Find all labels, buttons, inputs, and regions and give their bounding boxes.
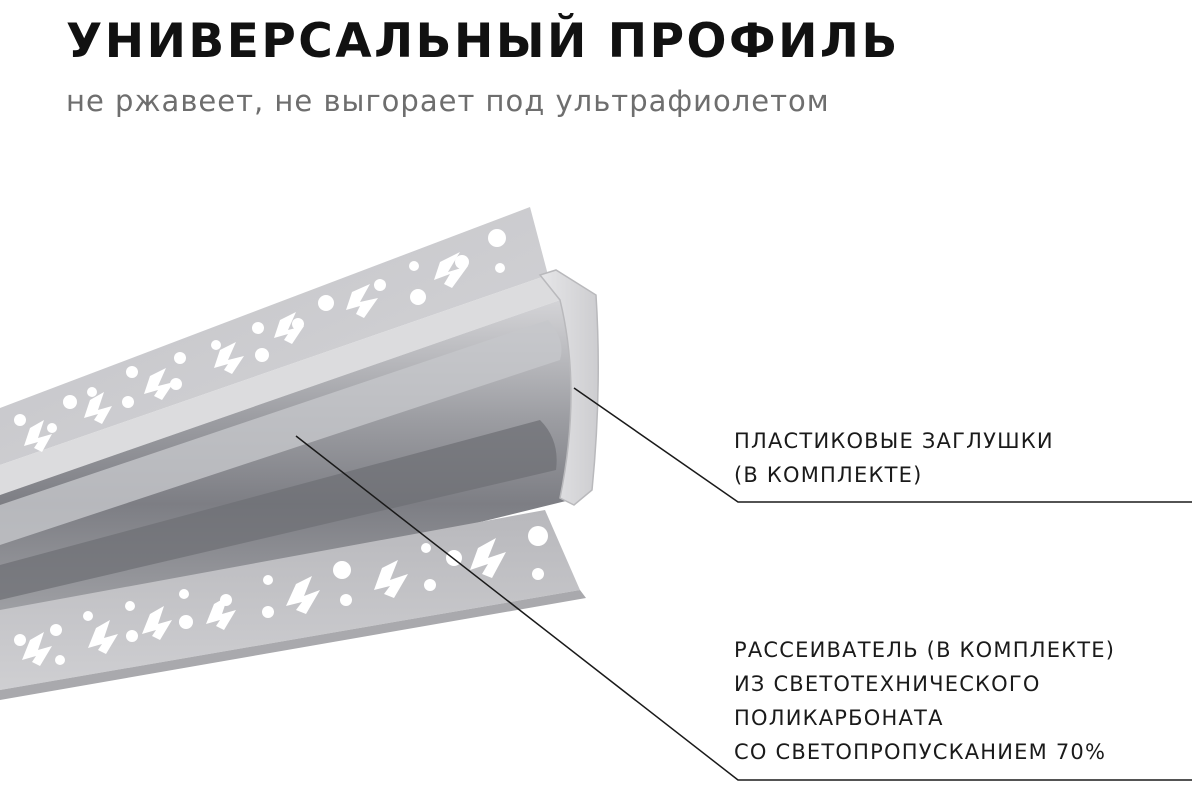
page-subtitle: не ржавеет, не выгорает под ультрафиолет… xyxy=(66,84,830,118)
upper-flange-holes xyxy=(14,229,506,452)
lower-flange-edge xyxy=(0,590,586,700)
upper-flange xyxy=(0,207,548,465)
channel-shadow xyxy=(0,420,557,600)
diffuser-callout-line-2: ИЗ СВЕТОТЕХНИЧЕСКОГО xyxy=(734,672,1041,696)
end-cap-callout-line-1: ПЛАСТИКОВЫЕ ЗАГЛУШКИ xyxy=(734,429,1054,453)
channel-highlight xyxy=(0,320,562,545)
end-cap-leader-line xyxy=(573,387,1192,503)
diffuser-leader-line xyxy=(295,435,1192,781)
diffuser-callout-line-1: РАССЕИВАТЕЛЬ (В КОМПЛЕКТЕ) xyxy=(734,638,1116,662)
page-title: УНИВЕРСАЛЬНЫЙ ПРОФИЛЬ xyxy=(66,14,900,69)
diffuser-callout-line-3: ПОЛИКАРБОНАТА xyxy=(734,706,944,730)
end-cap xyxy=(538,269,599,506)
upper-lip xyxy=(0,275,560,495)
end-cap-callout: ПЛАСТИКОВЫЕ ЗАГЛУШКИ (В КОМПЛЕКТЕ) xyxy=(734,424,1054,492)
end-cap-callout-line-2: (В КОМПЛЕКТЕ) xyxy=(734,463,923,487)
diffuser-callout: РАССЕИВАТЕЛЬ (В КОМПЛЕКТЕ) ИЗ СВЕТОТЕХНИ… xyxy=(734,633,1115,769)
diffuser-callout-line-4: СО СВЕТОПРОПУСКАНИЕМ 70% xyxy=(734,740,1107,764)
lower-flange-holes xyxy=(14,526,548,666)
